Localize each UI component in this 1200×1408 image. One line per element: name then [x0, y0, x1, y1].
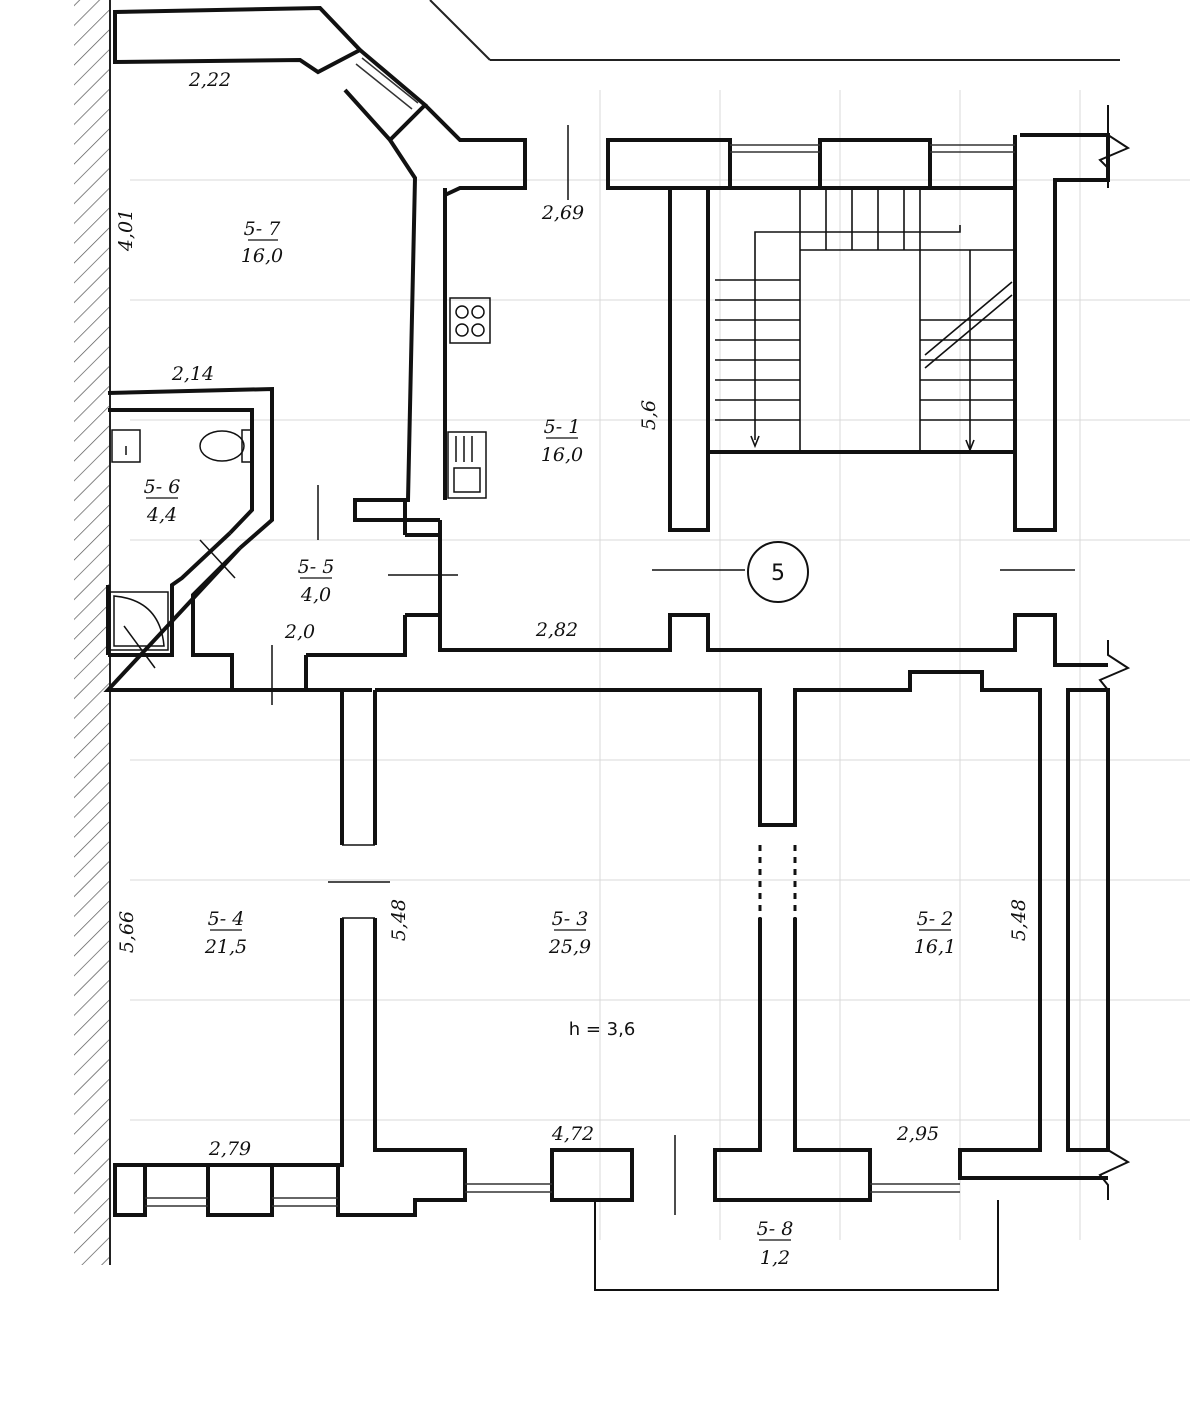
room-area: 16,0	[541, 444, 583, 466]
dimension-label: 2,14	[171, 363, 214, 385]
stove-icon	[449, 297, 491, 344]
room-id: 5- 4	[208, 908, 245, 930]
dimension-label: 5,66	[116, 911, 138, 953]
room-5-3: 5- 3 25,9 h = 3,6	[548, 908, 635, 1040]
room-5-2: 5- 2 16,1	[914, 908, 956, 958]
toilet-icon	[199, 429, 253, 463]
dimension-label: 5,48	[388, 899, 410, 941]
room-id: 5- 7	[244, 218, 282, 240]
room-5-1: 5- 1 16,0	[541, 416, 583, 466]
room-id: 5- 2	[917, 908, 954, 930]
sink-icon	[447, 431, 487, 499]
dimension-label: 5,48	[1008, 899, 1030, 941]
staircase	[715, 188, 1015, 453]
room-area: 16,1	[914, 936, 956, 958]
room-id: 5- 3	[552, 908, 589, 930]
dimension-label: 2,79	[208, 1138, 251, 1160]
dimension-label: 5,6	[638, 400, 660, 430]
room-5-4: 5- 4 21,5	[204, 908, 247, 958]
background-grid	[130, 90, 1190, 1240]
room-id: 5- 8	[757, 1218, 794, 1240]
windows	[145, 57, 1015, 1207]
room-5-5: 5- 5 4,0	[298, 556, 335, 606]
room-area: 1,2	[760, 1247, 790, 1269]
break-marks	[1098, 105, 1131, 1200]
walls	[103, 5, 1110, 1291]
dimension-label: 2,22	[188, 69, 231, 91]
dimension-label: 2,69	[541, 202, 584, 224]
ceiling-height: h = 3,6	[569, 1019, 636, 1040]
dimension-label: 4,01	[115, 209, 137, 252]
room-area: 21,5	[204, 936, 247, 958]
room-area: 25,9	[548, 936, 591, 958]
room-area: 16,0	[241, 245, 283, 267]
section-marker-circle	[747, 541, 809, 603]
dimension-label: 4,72	[551, 1123, 594, 1145]
washbasin-icon	[111, 429, 141, 463]
room-area: 4,4	[146, 504, 177, 526]
room-area: 4,0	[300, 584, 331, 606]
room-5-7: 5- 7 16,0	[241, 218, 283, 267]
door-marks	[199, 125, 1075, 1215]
exterior-wall-hatch	[74, 0, 110, 1265]
corner-bathtub-icon	[109, 591, 169, 669]
dimension-label: 2,95	[896, 1123, 939, 1145]
dimension-label: 2,82	[535, 619, 578, 641]
room-id: 5- 1	[544, 416, 581, 438]
dimension-label: 2,0	[284, 621, 315, 643]
room-id: 5- 5	[298, 556, 335, 578]
room-5-6: 5- 6 4,4	[144, 476, 181, 526]
dimension-labels: 2,22 4,01 2,69 2,14 5,6 2,0 2,82 5,66 5,…	[115, 69, 1030, 1160]
room-id: 5- 6	[144, 476, 181, 498]
room-5-8: 5- 8 1,2	[757, 1218, 794, 1269]
top-diagonal-line	[429, 0, 491, 61]
section-marker: 5	[771, 561, 785, 586]
